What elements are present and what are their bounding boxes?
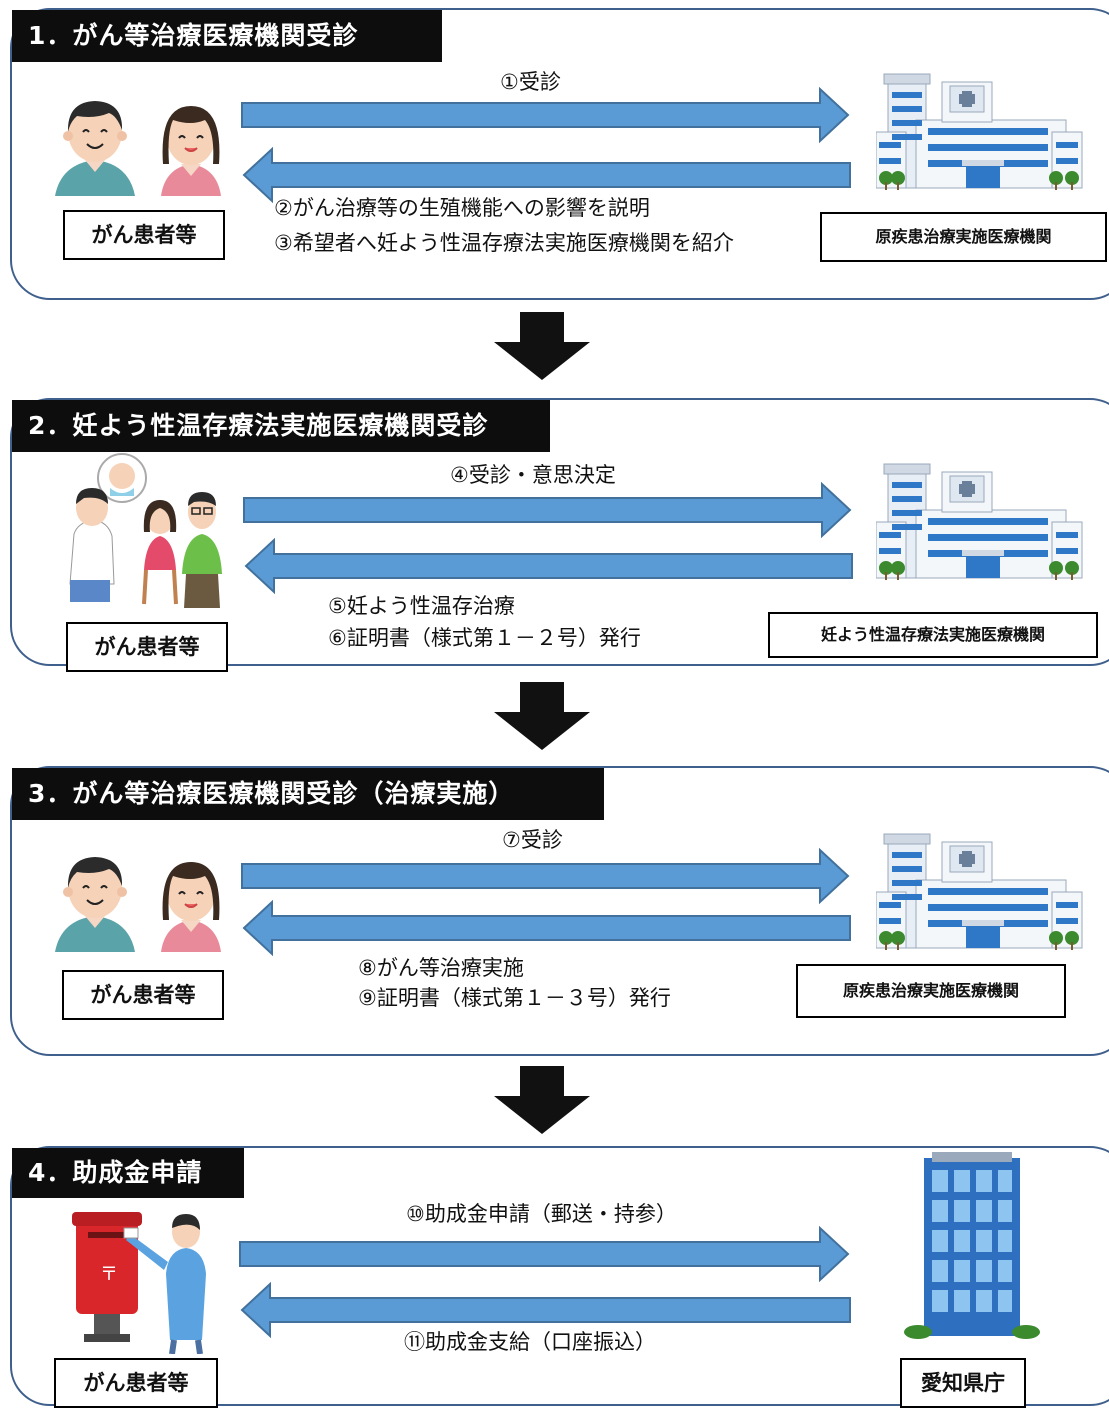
step-4-title: 4．助成金申請 [12, 1148, 244, 1198]
step-1-title: 1．がん等治療医療機関受診 [12, 10, 442, 62]
consultation-icon [69, 453, 222, 608]
back-arrow-icon [240, 1281, 851, 1339]
forward-arrow-icon [241, 847, 850, 905]
step-4-patient-label: がん患者等 [54, 1358, 218, 1408]
hospital-icon [876, 833, 1083, 951]
step-1-facility-label: 原疾患治療実施医療機関 [820, 212, 1107, 262]
patients-icon [55, 856, 222, 953]
step-2-title: 2．妊よう性温存療法実施医療機関受診 [12, 400, 550, 452]
down-arrow-icon [494, 682, 590, 750]
step-1-forward-label: ①受診 [500, 70, 561, 94]
step-2-panel: 2．妊よう性温存療法実施医療機関受診 ④受診・意思決定 ⑤妊よう性温存治療 ⑥証… [10, 398, 1109, 672]
step-3-title: 3．がん等治療医療機関受診（治療実施） [12, 768, 604, 820]
step-2-patient-label: がん患者等 [66, 622, 228, 672]
step-1-back-line-1: ②がん治療等の生殖機能への影響を説明 [274, 196, 650, 220]
office-building-icon [904, 1152, 1040, 1339]
back-arrow-icon [242, 899, 851, 957]
step-2-forward-label: ④受診・意思決定 [450, 463, 616, 487]
step-2-facility-label: 妊よう性温存療法実施医療機関 [768, 612, 1098, 658]
forward-arrow-icon [243, 481, 852, 539]
post-box-icon: 〒 [72, 1212, 206, 1354]
svg-text:〒: 〒 [100, 1264, 118, 1285]
step-3-panel: 3．がん等治療医療機関受診（治療実施） ⑦受診 ⑧がん等治療実施 ⑨証明書（様式… [10, 766, 1109, 1056]
down-arrow-icon [494, 312, 590, 380]
step-2-back-line-2: ⑥証明書（様式第１－２号）発行 [328, 626, 641, 650]
back-arrow-icon [244, 537, 853, 595]
step-3-back-line-1: ⑧がん等治療実施 [358, 956, 524, 980]
patients-icon [55, 100, 222, 197]
step-4-forward-label: ⑩助成金申請（郵送・持参） [406, 1202, 677, 1226]
back-arrow-icon [242, 146, 851, 204]
step-3-facility-label: 原疾患治療実施医療機関 [796, 964, 1066, 1018]
step-1-patient-label: がん患者等 [63, 210, 225, 260]
step-3-forward-label: ⑦受診 [502, 828, 563, 852]
forward-arrow-icon [239, 1225, 850, 1283]
step-3-back-line-2: ⑨証明書（様式第１－３号）発行 [358, 986, 671, 1010]
step-3-patient-label: がん患者等 [62, 970, 224, 1020]
step-4-back-line-1: ⑪助成金支給（口座振込） [404, 1330, 656, 1354]
step-4-facility-label: 愛知県庁 [900, 1358, 1026, 1408]
step-1-panel: 1．がん等治療医療機関受診 ①受診 ②がん治療等の生殖機能への影響を説明 ③希望… [10, 8, 1109, 300]
step-2-back-line-1: ⑤妊よう性温存治療 [328, 594, 515, 618]
hospital-icon [876, 73, 1083, 191]
step-1-back-line-2: ③希望者へ妊よう性温存療法実施医療機関を紹介 [274, 231, 734, 255]
down-arrow-icon [494, 1066, 590, 1134]
forward-arrow-icon [241, 86, 850, 144]
hospital-icon [876, 463, 1083, 581]
